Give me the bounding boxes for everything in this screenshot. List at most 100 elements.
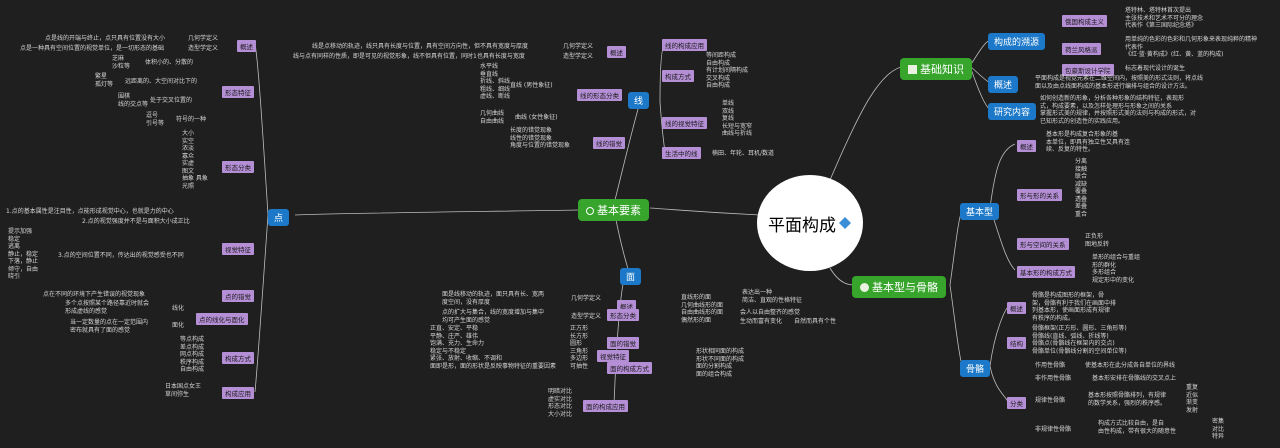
tag-face-apply[interactable]: 面的构成应用 bbox=[583, 400, 628, 412]
skel-overview-text: 骨骼是构成图形的框架，骨 架，骨骼有利于我们在画面中排 列基本形，使画面形成有规… bbox=[1032, 292, 1117, 322]
tag-skel-classify[interactable]: 分类 bbox=[1007, 397, 1026, 409]
tag-point-apply[interactable]: 构成应用 bbox=[222, 387, 254, 399]
node-line[interactable]: 线 bbox=[628, 92, 650, 109]
tag-line-overview[interactable]: 概述 bbox=[607, 46, 626, 58]
tag-point-overview[interactable]: 概述 bbox=[237, 40, 256, 52]
node-skeleton[interactable]: 骨骼 bbox=[960, 360, 991, 377]
overview-text: 平面构成是视觉元素在二维空间内，按照美的形式法则，将点线 面以及由点线面构成的基… bbox=[1035, 75, 1204, 90]
face-ov1: 面是线移动的轨迹，面只具有长、宽两 度空间，没有厚度 bbox=[442, 291, 545, 306]
tag-line-life[interactable]: 生活中的线 bbox=[662, 147, 701, 159]
tag-basic-overview[interactable]: 概述 bbox=[1017, 140, 1036, 152]
skel-regular-text: 基本形按照骨骼排列，有规律 的数学关系，强烈的秩序感。 bbox=[1088, 392, 1167, 407]
origin-text-2: 用单纯的色彩的色彩和几何形象来表现纯粹的精神 代表作 《红·蓝·黄构成》(红、黄… bbox=[1125, 36, 1258, 58]
line-illusion: 长度的错觉现象 线性的错觉现象 角度与位置的错觉现象 bbox=[510, 127, 571, 149]
node-basic-shape[interactable]: 基本型 bbox=[960, 203, 1000, 220]
center-title: 平面构成 bbox=[768, 215, 836, 236]
point-visual3: 3.点的空间位置不同，传达出的视觉感受也不同 bbox=[58, 252, 184, 259]
skel-regular-items: 重复 近似 渐变 发射 bbox=[1186, 384, 1199, 414]
node-face[interactable]: 面 bbox=[620, 268, 642, 285]
point-visual1: 1.点的基本属性是注目性，点能形成视觉中心，也就是力的中心 bbox=[6, 208, 174, 215]
tag-point-feature[interactable]: 形态特征 bbox=[222, 86, 254, 98]
line-ov2: 线与点有同样的性质，即是可见的视觉形象，线不但具有位置，同时1也具有长度与宽度 bbox=[293, 53, 525, 60]
tag-line-visual[interactable]: 线的视觉特征 bbox=[662, 117, 707, 129]
point-ov2: 点是一种具有空间位置的视觉单位，是一切形态的基础 bbox=[20, 45, 165, 52]
line-visual-items: 单线 双线 复线 长短与宽窄 曲线与折线 bbox=[722, 100, 753, 137]
point-f1b: 体积小的、分散的 bbox=[145, 59, 194, 66]
book-icon bbox=[908, 65, 917, 74]
point-build: 等点构成 差点构成 网点构成 秩序构成 自由构成 bbox=[180, 336, 205, 373]
face-apply: 明暗对比 虚实对比 形态对比 大小对比 bbox=[548, 388, 573, 418]
tag-line-build[interactable]: 构成方式 bbox=[662, 70, 694, 82]
diamond-icon bbox=[839, 217, 851, 229]
tag-skel-structure[interactable]: 结构 bbox=[1007, 337, 1026, 349]
tag-basic-build[interactable]: 基本形的构成方式 bbox=[1017, 266, 1075, 278]
tag-basic-space[interactable]: 形与空间的关系 bbox=[1017, 238, 1069, 250]
face-build: 形状相同面的构成 形状不同面的构成 面的分割构成 面的组合构成 bbox=[696, 348, 745, 378]
line-apply-items: 等间距构成 自由构成 有计划间隔构成 交叉构成 自由构成 bbox=[706, 52, 749, 89]
node-point[interactable]: 点 bbox=[268, 209, 290, 226]
point-line1b: 线化 bbox=[172, 305, 185, 312]
node-basics[interactable]: 基础知识 bbox=[900, 58, 972, 80]
point-illusion: 点在不同的环境下产生错误的视觉现象 bbox=[43, 291, 146, 298]
skel-inactive: 非作用性骨骼 bbox=[1035, 375, 1072, 382]
node-types[interactable]: 基本型与骨骼 bbox=[852, 276, 946, 298]
line-geo: 几何学定义 bbox=[563, 43, 594, 50]
edge-elements-line bbox=[614, 101, 641, 201]
skel-active-text: 使基本形在此分成各自单位的界线 bbox=[1085, 362, 1176, 369]
tag-point-visual[interactable]: 视觉特征 bbox=[222, 243, 254, 255]
origin-text-1: 塔特林、塔特林首次提出 主张技术和艺术不可分的理念 代表作《第三国际纪念塔》 bbox=[1125, 7, 1204, 29]
tag-origin-3[interactable]: 包豪斯设计学院 bbox=[1062, 64, 1114, 76]
point-face1: 当一定数量的点在一定范围内 密布就具有了面的感觉 bbox=[70, 319, 149, 334]
tag-basic-relations[interactable]: 形与形的关系 bbox=[1017, 189, 1062, 201]
face-geo: 几何学定义 bbox=[571, 295, 602, 302]
origin-text-3: 标志着现代设计的诞生 bbox=[1125, 65, 1186, 72]
line-life: 楠田、年轮、耳机/数道 bbox=[712, 150, 775, 157]
face-visual: 正直、安定、平稳 平静、庄严、雄伟 饱满、充力、生命力 稳定与不稳定 紧张、放射… bbox=[430, 325, 557, 370]
edge-center-basics bbox=[829, 65, 906, 181]
tag-point-build[interactable]: 构成方式 bbox=[222, 352, 254, 364]
tag-face-shape[interactable]: 形态分类 bbox=[607, 309, 639, 321]
tag-point-illusion[interactable]: 点的错觉 bbox=[222, 290, 254, 302]
point-f4b: 符号的一种 bbox=[176, 116, 207, 123]
point-design: 造型学定义 bbox=[188, 45, 219, 52]
center-node[interactable]: 平面构成 bbox=[757, 175, 863, 271]
node-overview[interactable]: 概述 bbox=[988, 76, 1019, 93]
skel-irregular-text: 构成方式比较自由，是自 由性构成，带有很大的随意性 bbox=[1098, 420, 1177, 435]
tag-line-illusion[interactable]: 线的错觉 bbox=[593, 137, 625, 149]
tag-line-apply[interactable]: 线的构成应用 bbox=[662, 39, 707, 51]
face-shapes: 直线形的面 几何曲线形的面 自由曲线形的面 偶然形的面 bbox=[681, 294, 724, 324]
edge-center-elements bbox=[649, 207, 761, 216]
point-f3: 围棋 线的交点等 bbox=[118, 93, 149, 108]
tag-skel-overview[interactable]: 概述 bbox=[1007, 302, 1026, 314]
tag-face-illusion[interactable]: 面的错觉 bbox=[607, 337, 639, 349]
point-f4: 逗号 引号等 bbox=[146, 112, 165, 127]
edge-elements-face bbox=[614, 214, 631, 276]
point-visual2: 2.点的视觉强度并不是与面积大小成正比 bbox=[82, 218, 190, 225]
point-classify: 大小 实空 浓淡 寡众 实虚 图文 抽象 具象 光照 bbox=[182, 130, 208, 190]
line-ov1: 线是点移动的轨迹，线只具有长度与位置，具有空间方向性，但不具有宽度与厚度 bbox=[312, 43, 529, 50]
node-elements[interactable]: 基本要素 bbox=[578, 199, 649, 221]
basic-build-text: 单形的组合与重组 形的群化 多形组合 规定形中的变化 bbox=[1092, 254, 1141, 284]
skel-irregular: 非规律性骨骼 bbox=[1035, 426, 1072, 433]
point-geo: 几何学定义 bbox=[188, 35, 219, 42]
face-shapes3: 会人以自由整齐的感觉 bbox=[740, 309, 801, 316]
point-line1: 多个点按照某个路径靠近时就会 形成虚线的感觉 bbox=[65, 300, 150, 315]
tag-point-classify[interactable]: 形态分类 bbox=[222, 161, 254, 173]
edge-elements-point bbox=[294, 209, 581, 216]
node-research[interactable]: 研究内容 bbox=[988, 103, 1037, 120]
node-origin[interactable]: 构成的溯源 bbox=[988, 33, 1046, 50]
point-f3b: 处于交叉位置的 bbox=[150, 97, 193, 104]
tag-origin-1[interactable]: 俄国构成主义 bbox=[1062, 15, 1107, 27]
research-text: 如何创造新的形象，分析各种形象的结构特征，表现形 式，构成要素，以及怎样处理形与… bbox=[1040, 95, 1197, 125]
face-shapes4: 生动而富有变化 自然而具有个性 bbox=[740, 318, 837, 325]
tag-origin-2[interactable]: 荷兰风格派 bbox=[1062, 43, 1101, 55]
user-icon bbox=[860, 283, 869, 292]
tag-face-build[interactable]: 面的构成方式 bbox=[607, 362, 652, 374]
face-shapes2: 表达出一种 简洁、直观的性格特征 bbox=[742, 289, 803, 304]
tag-point-lineface[interactable]: 点的线化与面化 bbox=[196, 313, 248, 325]
line-curves: 几何曲线 自由曲线 bbox=[480, 110, 505, 125]
tag-line-shape[interactable]: 线的形态分类 bbox=[577, 89, 622, 101]
tag-face-visual[interactable]: 视觉特征 bbox=[597, 350, 629, 362]
point-pos: 提示加强 稳定 逃离 静止，稳定 下落，静止 倾守，自由 晓引 bbox=[8, 228, 39, 280]
line-shape-items: 水平线 垂直线 折线、斜线 粗线、细线 虚线、断线 bbox=[480, 63, 511, 100]
